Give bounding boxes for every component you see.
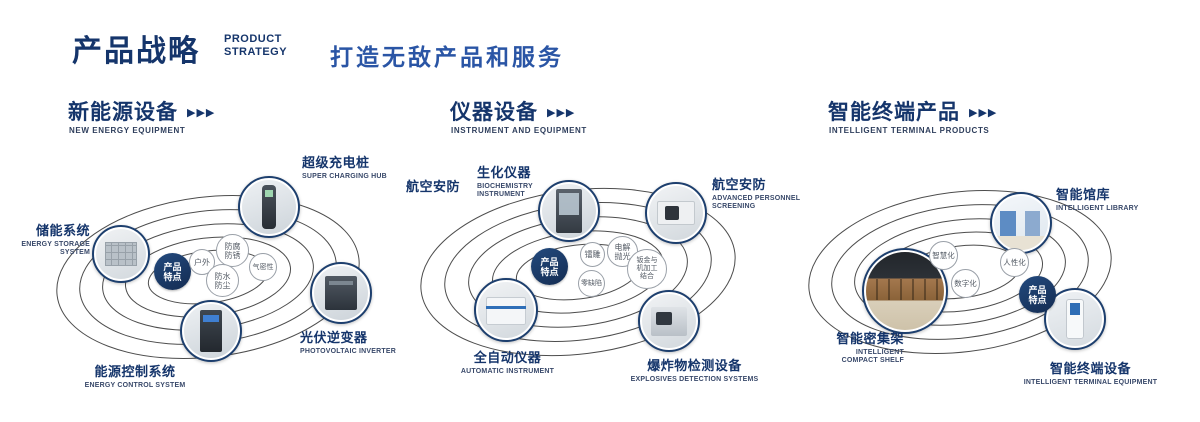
label-compact-shelf: 智能密集架 INTELLIGENT COMPACT SHELF xyxy=(792,328,904,365)
feature-bubble-sheetmetal-machining: 钣金与机加工结合 xyxy=(627,249,667,289)
product-node-energy-control xyxy=(180,300,242,362)
orbit-rings-terminal xyxy=(808,189,1112,355)
feature-badge-new-energy: 产品特点 xyxy=(154,253,191,290)
energy-control-photo xyxy=(184,304,238,358)
label-explosives-detection-en: EXPLOSIVES DETECTION SYSTEMS xyxy=(630,376,759,383)
feature-bubble-airtight: 气密性 xyxy=(249,253,277,281)
page-title-en-line2: STRATEGY xyxy=(224,46,288,58)
page-tagline: 打造无敌产品和服务 xyxy=(330,44,564,70)
intelligent-library-photo xyxy=(994,196,1048,250)
triple-arrow-icon: ▶▶▶ xyxy=(187,107,216,119)
product-node-automatic-instrument xyxy=(474,278,538,342)
label-energy-storage-en: ENERGY STORAGE SYSTEM xyxy=(21,241,90,256)
label-explosives-detection-cn: 爆炸物检测设备 xyxy=(647,358,742,373)
label-photovoltaic-inverter-cn: 光伏逆变器 xyxy=(300,330,368,345)
section-title-new-energy-cn: 新能源设备 xyxy=(68,101,178,124)
label-automatic-instrument-cn: 全自动仪器 xyxy=(473,350,542,365)
feature-bubble-zero-defect: 零缺陷 xyxy=(578,270,605,297)
product-node-super-charging-hub xyxy=(238,176,300,238)
feature-badge-terminal: 产品特点 xyxy=(1019,276,1056,313)
page-title: 产品战略 xyxy=(72,35,200,68)
section-title-new-energy: 新能源设备 ▶▶▶ xyxy=(68,96,215,126)
label-personnel-screening-cn: 航空安防 xyxy=(712,177,767,192)
label-automatic-instrument-en: AUTOMATIC INSTRUMENT xyxy=(460,368,555,375)
section-title-instrument-cn: 仪器设备 xyxy=(450,101,538,124)
terminal-equipment-photo xyxy=(1048,292,1102,346)
label-photovoltaic-inverter-en: PHOTOVOLTAIC INVERTER xyxy=(300,348,396,355)
explosives-detection-photo xyxy=(642,294,696,348)
label-aviation-security-extra: 航空安防 xyxy=(406,179,461,194)
label-biochemistry: 生化仪器 BIOCHEMISTRY INSTRUMENT xyxy=(477,162,557,199)
section-subtitle-new-energy: NEW ENERGY EQUIPMENT xyxy=(69,126,186,135)
feature-bubble-anticorrosion: 防腐防锈 xyxy=(216,234,249,267)
feature-bubble-humanized: 人性化 xyxy=(1000,248,1029,277)
label-super-charging-hub-en: SUPER CHARGING HUB xyxy=(302,173,387,180)
feature-bubble-intelligent: 智慧化 xyxy=(929,241,958,270)
section-title-instrument: 仪器设备 ▶▶▶ xyxy=(450,96,575,126)
product-node-photovoltaic-inverter xyxy=(310,262,372,324)
label-intelligent-library-en: INTELLIGENT LIBRARY xyxy=(1056,205,1139,212)
feature-bubble-waterproof: 防水防尘 xyxy=(206,264,239,297)
label-photovoltaic-inverter: 光伏逆变器 PHOTOVOLTAIC INVERTER xyxy=(300,327,415,356)
label-super-charging-hub: 超级充电桩 SUPER CHARGING HUB xyxy=(302,152,387,181)
feature-badge-terminal-text: 产品特点 xyxy=(1028,284,1047,305)
personnel-screening-photo xyxy=(649,186,703,240)
page-title-en: PRODUCT STRATEGY xyxy=(224,33,287,59)
label-compact-shelf-en: INTELLIGENT COMPACT SHELF xyxy=(841,349,904,364)
product-node-personnel-screening xyxy=(645,182,707,244)
triple-arrow-icon: ▶▶▶ xyxy=(547,107,576,119)
feature-bubble-laser-engraving: 镭雕 xyxy=(580,242,605,267)
label-intelligent-library-cn: 智能馆库 xyxy=(1056,187,1111,202)
label-energy-control: 能源控制系统 ENERGY CONTROL SYSTEM xyxy=(60,361,210,390)
triple-arrow-icon: ▶▶▶ xyxy=(969,107,998,119)
feature-bubble-digital: 数字化 xyxy=(951,269,980,298)
super-charging-hub-photo xyxy=(242,180,296,234)
label-energy-control-en: ENERGY CONTROL SYSTEM xyxy=(84,382,186,389)
label-terminal-equipment-en: INTELLIGENT TERMINAL EQUIPMENT xyxy=(1023,379,1158,386)
label-explosives-detection: 爆炸物检测设备 EXPLOSIVES DETECTION SYSTEMS xyxy=(612,355,777,384)
label-super-charging-hub-cn: 超级充电桩 xyxy=(302,155,370,170)
label-personnel-screening-en: ADVANCED PERSONNEL SCREENING xyxy=(712,195,801,210)
compact-shelf-photo xyxy=(866,252,944,330)
label-compact-shelf-cn: 智能密集架 xyxy=(836,331,904,346)
automatic-instrument-photo xyxy=(478,282,534,338)
page-title-en-line1: PRODUCT xyxy=(224,33,282,45)
feature-badge-instrument-text: 产品特点 xyxy=(540,256,559,277)
feature-badge-new-energy-text: 产品特点 xyxy=(163,261,182,282)
section-subtitle-terminal: INTELLIGENT TERMINAL PRODUCTS xyxy=(829,126,990,135)
energy-storage-photo xyxy=(96,229,146,279)
section-title-terminal: 智能终端产品 ▶▶▶ xyxy=(828,96,997,126)
product-node-intelligent-library xyxy=(990,192,1052,254)
label-energy-storage-cn: 储能系统 xyxy=(35,223,90,238)
product-node-energy-storage xyxy=(92,225,150,283)
section-title-terminal-cn: 智能终端产品 xyxy=(828,101,960,124)
label-terminal-equipment: 智能终端设备 INTELLIGENT TERMINAL EQUIPMENT xyxy=(1008,358,1173,387)
label-personnel-screening: 航空安防 ADVANCED PERSONNEL SCREENING xyxy=(712,174,807,211)
label-biochemistry-cn: 生化仪器 xyxy=(477,165,532,180)
section-subtitle-instrument: INSTRUMENT AND EQUIPMENT xyxy=(451,126,587,135)
product-node-compact-shelf xyxy=(862,248,948,334)
label-intelligent-library: 智能馆库 INTELLIGENT LIBRARY xyxy=(1056,184,1151,213)
product-node-explosives-detection xyxy=(638,290,700,352)
label-biochemistry-en: BIOCHEMISTRY INSTRUMENT xyxy=(477,183,533,198)
label-energy-control-cn: 能源控制系统 xyxy=(94,364,176,379)
biochemistry-photo xyxy=(542,184,596,238)
feature-badge-instrument: 产品特点 xyxy=(531,248,568,285)
photovoltaic-inverter-photo xyxy=(314,266,368,320)
label-terminal-equipment-cn: 智能终端设备 xyxy=(1049,361,1131,376)
label-automatic-instrument: 全自动仪器 AUTOMATIC INSTRUMENT xyxy=(440,347,575,376)
product-node-biochemistry xyxy=(538,180,600,242)
label-energy-storage: 储能系统 ENERGY STORAGE SYSTEM xyxy=(4,220,90,257)
